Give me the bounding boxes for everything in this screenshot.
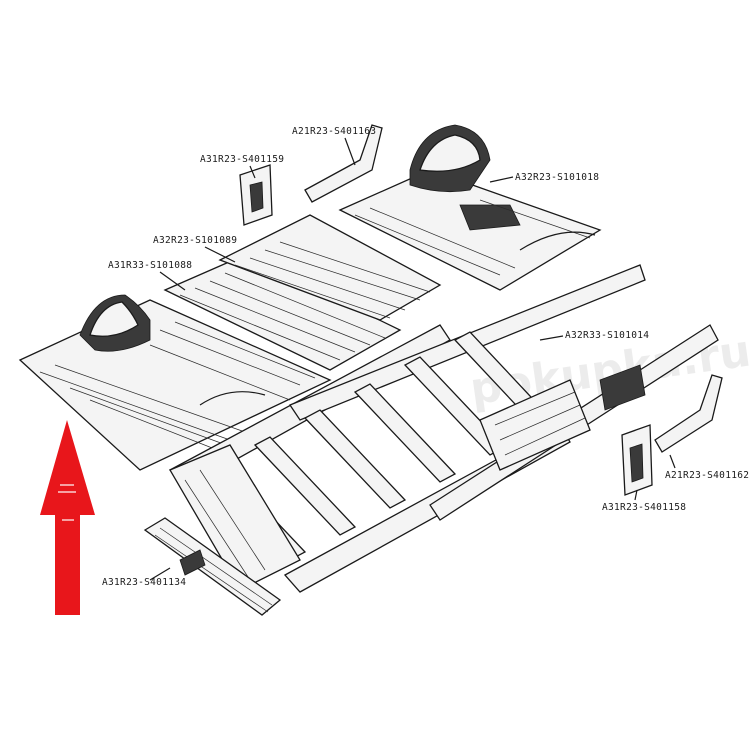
part-label-2: A31R23-S401159 — [200, 154, 284, 179]
direction-arrow-icon — [40, 420, 95, 615]
part-label-3: A32R23-S101018 — [489, 172, 599, 183]
part-label-9: A31R23-S401134 — [102, 567, 186, 588]
part-code-4: A32R23-S101089 — [153, 235, 237, 246]
part-label-6: A32R33-S101014 — [539, 330, 649, 341]
part-label-5: A31R33-S101088 — [108, 260, 192, 291]
part-code-6: A32R33-S101014 — [565, 330, 649, 341]
front-crossmember — [143, 517, 282, 616]
rail-s401163 — [304, 124, 383, 203]
part-code-3: A32R23-S101018 — [515, 172, 599, 183]
pillar-s401159 — [239, 164, 273, 226]
middle-floor-panel — [163, 214, 442, 371]
left-floor-panel — [18, 294, 332, 471]
part-code-1: A21R23-S401163 — [292, 126, 376, 137]
part-code-8: A31R23-S401158 — [602, 502, 686, 513]
part-code-5: A31R33-S101088 — [108, 260, 192, 271]
part-label-1: A21R23-S401163 — [292, 126, 376, 166]
part-label-8: A31R23-S401158 — [602, 489, 686, 513]
part-code-7: A21R23-S401162 — [665, 470, 749, 481]
part-label-7: A21R23-S401162 — [665, 454, 749, 481]
rail-s401162 — [654, 374, 723, 453]
part-code-9: A31R23-S401134 — [102, 577, 186, 588]
part-code-2: A31R23-S401159 — [200, 154, 284, 165]
pillar-s401158 — [621, 424, 653, 496]
chassis-frame — [168, 264, 719, 593]
rear-floor-panel — [338, 124, 602, 291]
part-label-4: A32R23-S101089 — [153, 235, 237, 263]
